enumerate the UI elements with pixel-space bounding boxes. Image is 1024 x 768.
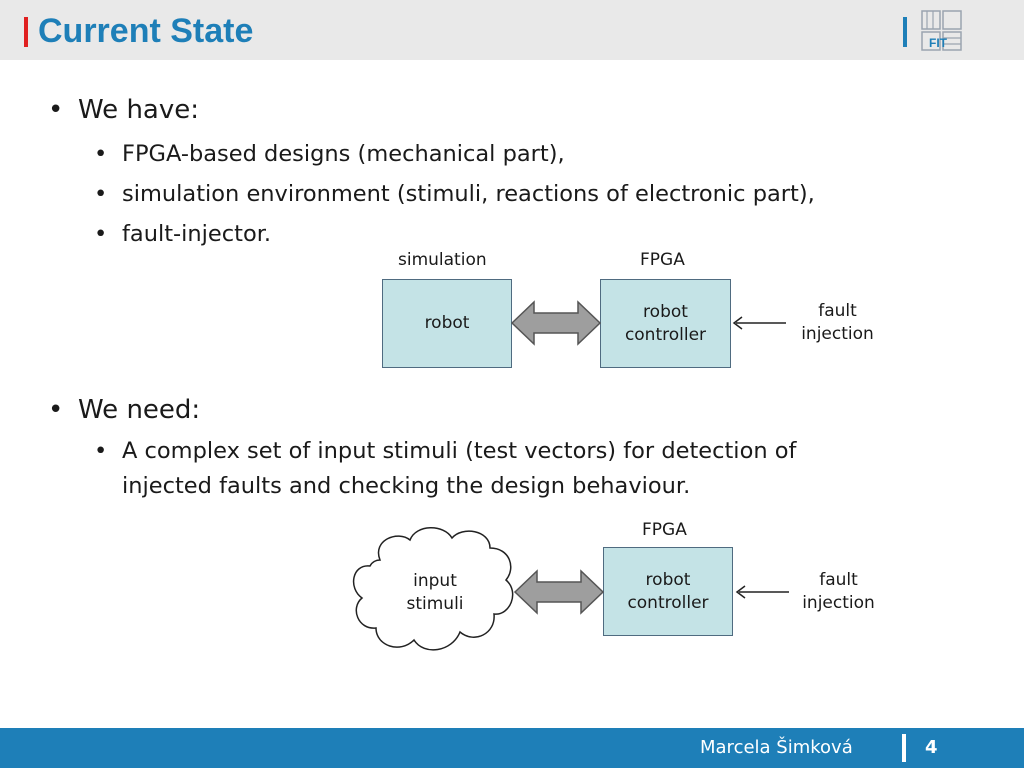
diagram1-fault-line2: injection [801,324,874,344]
diagram2-cloud-shape [352,527,514,651]
diagram1-controller-line1: robot [643,301,688,322]
have-item-1: FPGA-based designs (mechanical part), [122,141,565,167]
diagram2-controller-line2: controller [627,592,709,613]
bullet-dot: • [94,181,108,207]
need-heading: We need: [78,395,201,425]
fit-logo-icon: FIT [921,10,962,51]
diagram2-controller-line1: robot [645,569,691,590]
footer-separator [902,734,906,762]
diagram1-controller-box: robot controller [600,279,731,368]
diagram1-simulation-caption: simulation [398,250,487,270]
diagram1-fault-injection-label: fault injection [790,300,885,346]
need-item-1-line1: A complex set of input stimuli (test vec… [122,438,797,464]
diagram1-double-arrow [510,300,602,346]
footer-author: Marcela Šimková [700,737,853,758]
logo-text: FIT [929,36,948,50]
have-item-2: simulation environment (stimuli, reactio… [122,181,815,207]
diagram2-fault-injection-label: fault injection [791,569,886,615]
diagram2-fault-line2: injection [802,593,875,613]
slide-footer: Marcela Šimková 4 [0,728,1024,768]
diagram1-fault-line1: fault [818,301,857,321]
diagram2-double-arrow [513,569,605,615]
bullet-dot: • [48,395,64,425]
diagram2-fault-line1: fault [819,570,858,590]
diagram2-controller-box: robot controller [603,547,733,636]
title-accent-bar [24,17,28,47]
logo-separator [903,17,907,47]
bullet-dot: • [94,438,108,464]
diagram1-robot-label: robot [424,313,470,333]
diagram1-robot-box: robot [382,279,512,368]
bullet-dot: • [94,141,108,167]
have-heading: We have: [78,95,199,125]
page-number: 4 [925,737,938,758]
bullet-dot: • [48,95,64,125]
diagram1-fault-arrowhead [732,316,743,330]
diagram1-fpga-caption: FPGA [640,250,685,270]
diagram2-cloud-line1: input [413,571,457,591]
need-item-1-line2: injected faults and checking the design … [122,473,691,499]
have-item-3: fault-injector. [122,221,272,247]
slide-title: Current State [38,12,254,50]
diagram2-fpga-caption: FPGA [642,520,687,540]
diagram2-cloud-line2: stimuli [406,594,463,614]
bullet-dot: • [94,221,108,247]
diagram2-fault-arrowhead [735,585,746,599]
diagram1-controller-line2: controller [624,324,707,345]
slide-header: Current State FIT [0,0,1024,60]
